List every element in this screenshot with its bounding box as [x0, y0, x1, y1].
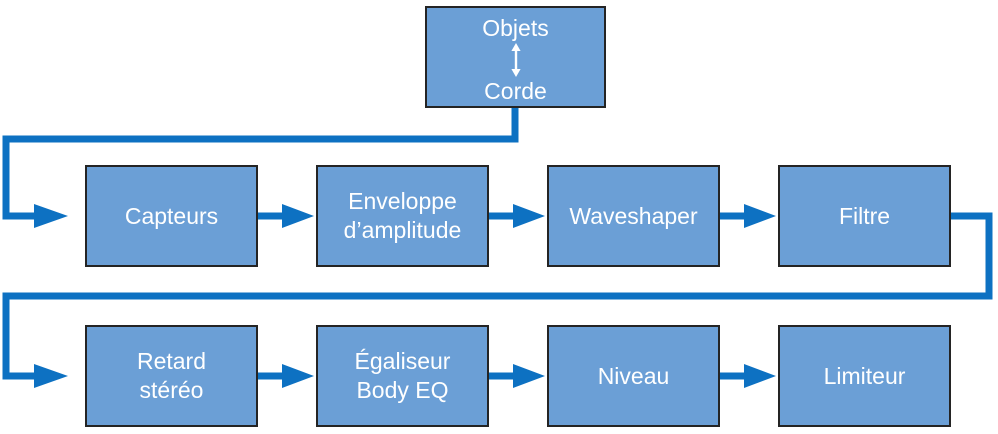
connector-top-to-capteurs — [2, 107, 519, 220]
node-retard-stereo: Retard stéréo — [85, 325, 258, 427]
node-label: Capteurs — [124, 202, 219, 229]
arrowhead-into-niveau — [513, 364, 545, 388]
node-niveau: Niveau — [547, 325, 720, 427]
node-label: Égaliseur — [354, 348, 451, 375]
node-label: Waveshaper — [569, 202, 698, 229]
node-label: stéréo — [139, 377, 204, 403]
arrowhead-into-enveloppe — [282, 204, 314, 228]
node-capteurs: Capteurs — [85, 165, 258, 267]
arrowhead-into-limiteur — [744, 364, 776, 388]
node-label-corde: Corde — [484, 77, 547, 104]
node-label: Enveloppe — [348, 188, 457, 215]
node-label: Retard — [136, 348, 207, 375]
node-label: Body EQ — [356, 377, 449, 403]
node-label: Limiteur — [823, 362, 906, 389]
node-filtre: Filtre — [778, 165, 951, 267]
node-waveshaper: Waveshaper — [547, 165, 720, 267]
node-label: d’amplitude — [343, 217, 462, 243]
node-label: Filtre — [838, 202, 891, 229]
node-egaliseur-body-eq: Égaliseur Body EQ — [316, 325, 489, 427]
node-objets-corde: Objets Corde — [425, 6, 606, 108]
vertical-double-arrow-icon — [510, 42, 521, 77]
arrowhead-into-filtre — [744, 204, 776, 228]
node-limiteur: Limiteur — [778, 325, 951, 427]
arrowhead-into-retard — [34, 364, 68, 388]
node-label-objets: Objets — [482, 15, 549, 41]
node-label: Niveau — [597, 362, 670, 389]
arrowhead-into-waveshaper — [513, 204, 545, 228]
arrowhead-into-egaliseur — [282, 364, 314, 388]
connector-filtre-to-retard — [2, 212, 993, 380]
node-enveloppe-amplitude: Enveloppe d’amplitude — [316, 165, 489, 267]
arrowhead-into-capteurs — [34, 204, 68, 228]
